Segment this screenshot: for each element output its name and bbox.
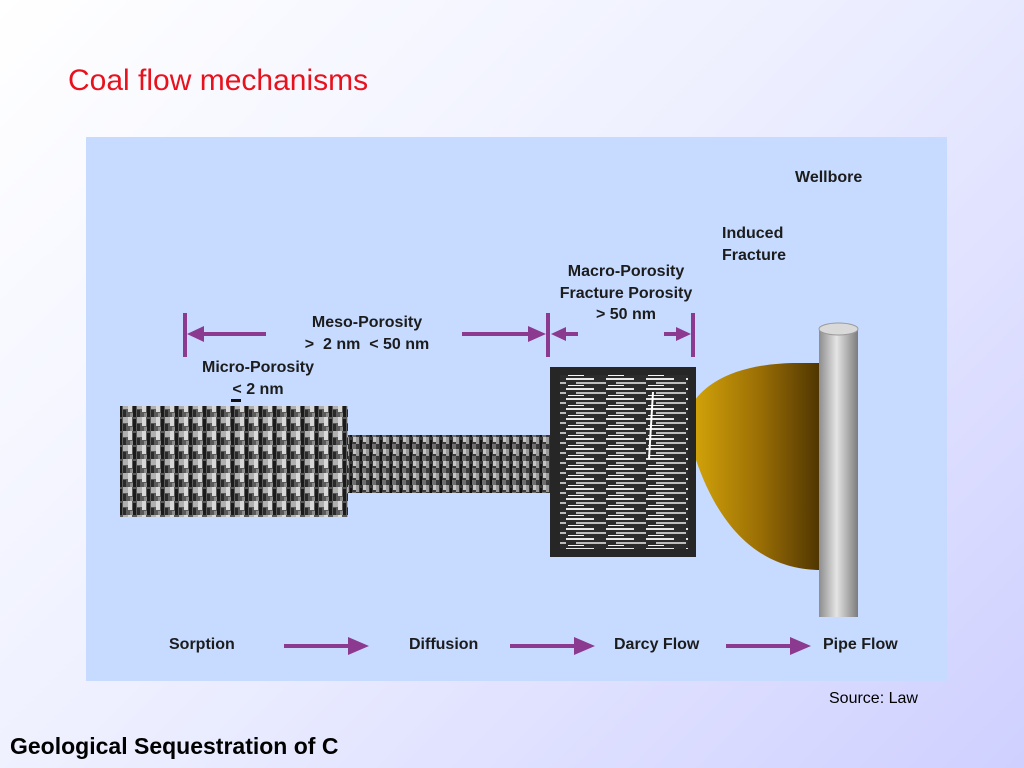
less-equal-underline [231,399,241,402]
macro-porosity-coal-image [560,375,688,549]
macro-porosity-line3: > 50 nm [595,306,657,324]
macro-porosity-line2: Fracture Porosity [559,284,693,302]
source-caption: Source: Law [829,690,918,707]
meso-porosity-dimension [183,313,550,357]
meso-porosity-line1: Meso-Porosity [311,314,423,331]
diagram-graphics [120,313,859,655]
induced-fracture-line1: Induced [722,225,784,242]
meso-porosity-label: Meso-Porosity > 2 nm < 50 nm [287,312,447,355]
micro-porosity-coal-image [120,406,348,517]
diagram-panel: Wellbore Induced Fracture Macro-Porosity… [86,137,947,681]
macro-fracture-line [648,391,654,460]
flow-stage-pipe: Pipe Flow [823,636,898,653]
flow-stage-darcy: Darcy Flow [614,636,700,653]
micro-porosity-line2: < 2 nm [232,380,284,398]
slide-title: Coal flow mechanisms [68,64,369,97]
flow-stage-diffusion: Diffusion [409,636,479,653]
meso-porosity-line2: > 2 nm < 50 nm [304,335,430,353]
induced-fracture-line2: Fracture [722,246,787,264]
wellbore-label: Wellbore [795,169,863,186]
macro-porosity-label: Macro-Porosity Fracture Porosity > 50 nm [545,261,707,326]
micro-porosity-line1: Micro-Porosity [201,359,314,376]
wellbore-pipe [819,329,858,617]
flow-arrows [284,637,811,655]
meso-porosity-coal-image [348,435,560,493]
induced-fracture-label: Induced Fracture [722,223,786,266]
macro-porosity-dimension [551,313,695,357]
macro-porosity-line1: Macro-Porosity [567,263,685,280]
induced-fracture-shape [685,363,821,570]
micro-porosity-label: Micro-Porosity < 2 nm [182,357,334,400]
flow-stage-sorption: Sorption [169,636,235,653]
slide-footer: Geological Sequestration of C [10,733,339,759]
wellbore-pipe-top [818,322,859,336]
